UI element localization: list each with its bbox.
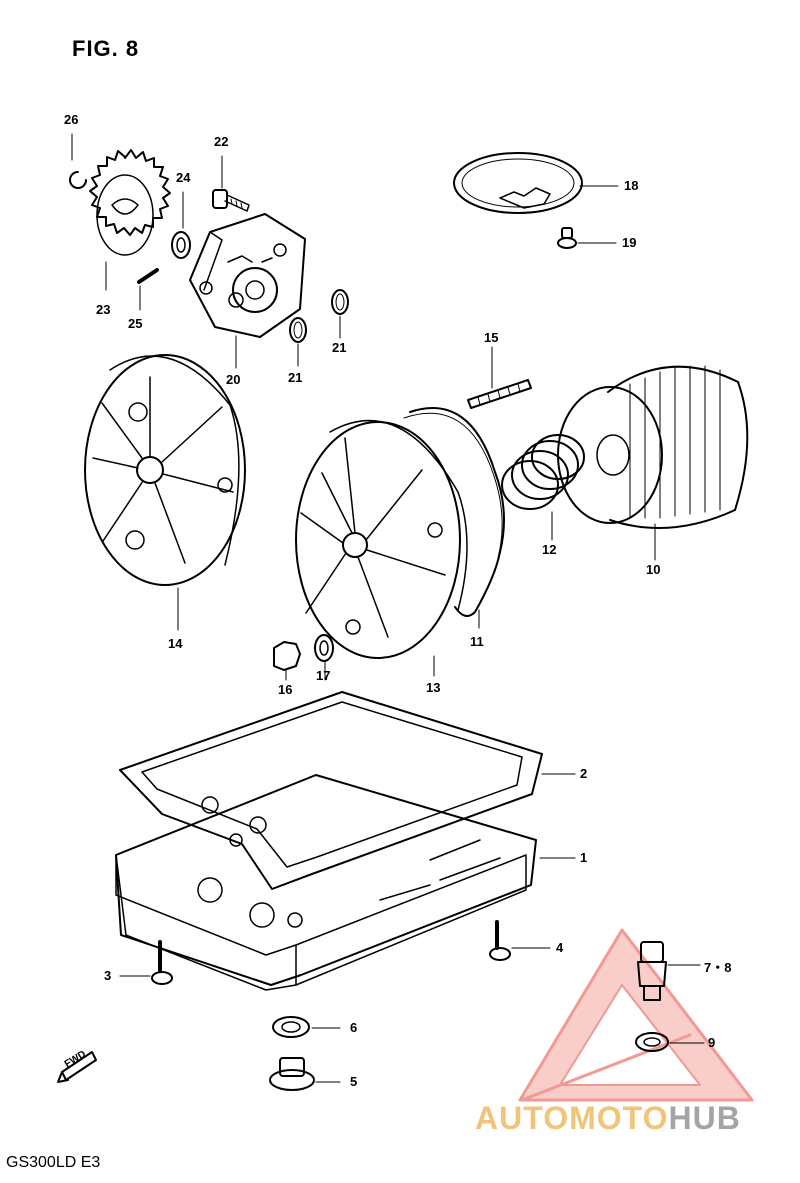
label-3: 3: [104, 968, 112, 983]
label-15: 15: [484, 330, 499, 345]
label-14: 14: [168, 636, 183, 651]
part-23-oil-pump-gear-icon: [89, 149, 171, 291]
part-9-washer-icon: [635, 1032, 705, 1052]
part-1-oil-pan-icon: [115, 774, 576, 991]
label-10: 10: [646, 562, 661, 577]
label-11: 11: [470, 634, 484, 649]
part-5-drain-plug-icon: [269, 1057, 341, 1091]
label-20: 20: [226, 372, 241, 387]
part-10-oil-filter-icon: [557, 365, 749, 561]
label-4: 4: [556, 940, 564, 955]
label-23: 23: [96, 302, 111, 317]
forward-arrow-icon: [57, 1051, 97, 1083]
label-24: 24: [176, 170, 191, 185]
label-19: 19: [622, 235, 637, 250]
label-16: 16: [278, 682, 293, 697]
watermark-part1: AUTOMOTO: [475, 1100, 669, 1136]
label-7-8: 7・8: [704, 960, 732, 975]
label-13: 13: [426, 680, 441, 695]
label-1: 1: [580, 850, 588, 865]
watermark-text: AUTOMOTOHUB: [475, 1100, 741, 1137]
label-6: 6: [350, 1020, 358, 1035]
part-7-8-oil-pressure-switch-icon: [637, 941, 701, 1001]
part-16-nut-icon: [273, 641, 301, 681]
part-15-stud-icon: [467, 346, 532, 409]
label-2: 2: [580, 766, 588, 781]
part-20-oil-pump-icon: [189, 213, 306, 369]
part-21-o-ring-icon: [289, 289, 349, 367]
label-12: 12: [542, 542, 557, 557]
label-25: 25: [128, 316, 143, 331]
part-14-cover-icon: [84, 354, 246, 631]
part-3-bolt-icon: [119, 940, 173, 985]
part-6-washer-icon: [272, 1016, 341, 1038]
part-2-oil-pan-gasket-icon: [119, 691, 576, 890]
model-code: GS300LD E3: [6, 1154, 101, 1171]
label-5: 5: [350, 1074, 358, 1089]
label-22: 22: [214, 134, 229, 149]
part-24-washer-icon: [171, 191, 191, 259]
part-11-o-ring-icon: [403, 407, 505, 629]
part-4-bolt-icon: [489, 920, 551, 961]
watermark-part2: HUB: [668, 1100, 741, 1136]
part-26-circlip-icon: [69, 133, 87, 189]
label-21-a: 21: [288, 370, 303, 385]
part-22-bolt-icon: [212, 155, 250, 212]
part-25-pin-icon: [137, 268, 159, 311]
label-17: 17: [316, 668, 331, 683]
label-9: 9: [708, 1035, 716, 1050]
watermark-logo-icon: [518, 928, 754, 1102]
part-18-gasket-icon: [453, 152, 619, 214]
label-21-b: 21: [332, 340, 347, 355]
part-13-filter-cover-icon: [295, 419, 468, 677]
figure-title: FIG. 8: [72, 36, 140, 61]
part-17-washer-icon: [314, 634, 334, 681]
part-19-bolt-icon: [557, 227, 617, 249]
label-26: 26: [64, 112, 79, 127]
label-18: 18: [624, 178, 639, 193]
part-12-spring-icon: [501, 434, 585, 541]
